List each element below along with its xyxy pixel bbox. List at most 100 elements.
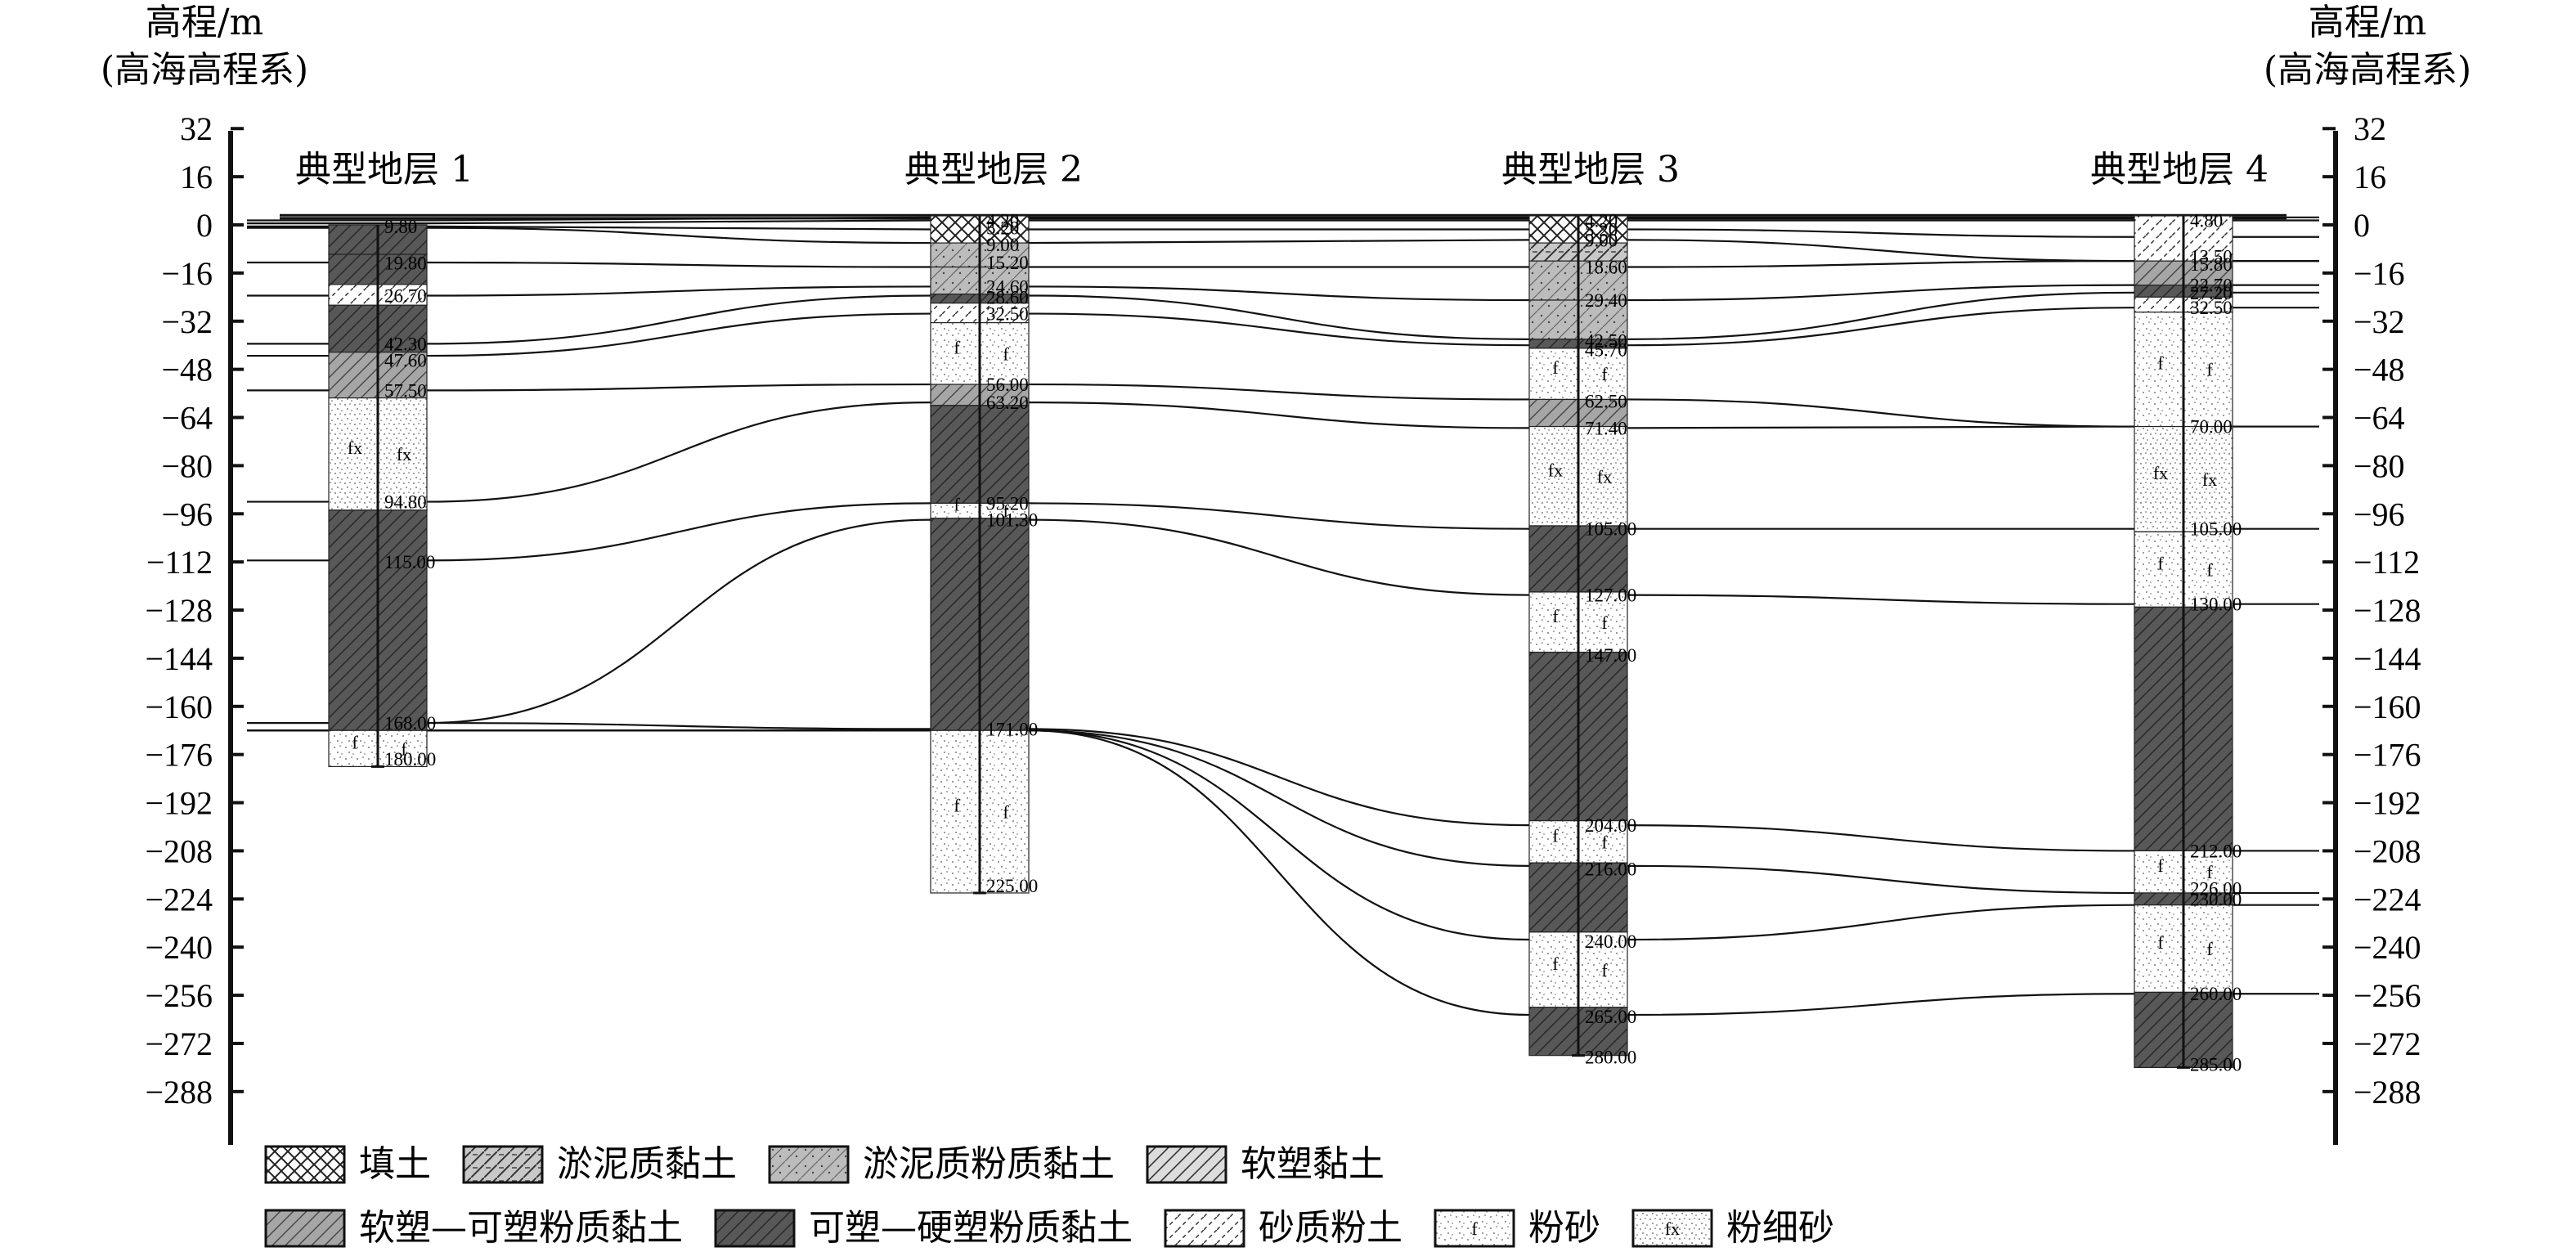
pattern-letter: f — [1003, 343, 1009, 364]
right-axis-tick-label: −16 — [2354, 255, 2405, 292]
correlation-line — [247, 502, 2319, 562]
depth-label: 180.00 — [384, 749, 436, 770]
section-title: 典型地层 4 — [2090, 149, 2269, 191]
depth-label: 4.20 — [1585, 210, 1618, 231]
pattern-letter: f — [954, 337, 960, 357]
legend-label: 砂质粉土 — [1259, 1207, 1402, 1249]
depth-label: 95.20 — [986, 493, 1029, 514]
depth-label: 94.80 — [384, 492, 427, 513]
correlation-line — [247, 402, 2319, 503]
legend-swatch — [1631, 1209, 1713, 1248]
legend-item-silt-clay: 淤泥质黏土 — [462, 1143, 737, 1185]
left-axis-tick-label: −224 — [145, 881, 213, 918]
legend-item-silt-silty-clay: 淤泥质粉质黏土 — [768, 1143, 1115, 1185]
legend-swatch — [768, 1145, 850, 1184]
pattern-letter: f — [1601, 832, 1608, 852]
right-axis-tick-label: −160 — [2354, 689, 2421, 725]
depth-label: 15.20 — [986, 253, 1029, 273]
left-axis-ticks: 32160−16−32−48−64−80−96−112−128−144−160−… — [145, 110, 244, 1111]
depth-label: 18.60 — [1585, 258, 1627, 278]
depth-label: 280.00 — [1585, 1048, 1636, 1068]
depth-label: 216.00 — [1585, 859, 1636, 880]
right-axis-tick-label: 32 — [2354, 110, 2386, 147]
depth-label: 27.20 — [2190, 283, 2233, 303]
pattern-letter: f — [2157, 353, 2164, 374]
right-axis-tick-label: −128 — [2354, 592, 2421, 629]
depth-label: 204.00 — [1585, 815, 1636, 836]
right-axis-tick-label: −256 — [2354, 977, 2421, 1014]
correlation-line — [247, 729, 2319, 941]
correlation-line — [247, 721, 2319, 852]
left-axis-tick-label: 0 — [196, 207, 213, 244]
depth-label: 24.60 — [986, 276, 1029, 297]
depth-label: 171.00 — [986, 719, 1038, 739]
depth-label: 32.50 — [2190, 298, 2233, 318]
left-axis-tick-label: −160 — [145, 689, 213, 725]
depth-label: 47.60 — [384, 351, 427, 371]
legend-swatch — [714, 1209, 796, 1248]
pattern-letter: f — [2206, 360, 2213, 380]
legend-swatch — [1164, 1209, 1245, 1248]
depth-label: 127.00 — [1585, 586, 1636, 606]
left-axis-tick-label: −256 — [145, 977, 213, 1014]
pattern-letter: fx — [2202, 469, 2217, 490]
depth-label: 5.20 — [1585, 220, 1618, 240]
pattern-letter: f — [954, 796, 960, 816]
depth-label: 19.80 — [384, 253, 427, 273]
legend-label: 粉砂 — [1528, 1207, 1600, 1249]
right-axis-tick-label: −32 — [2354, 303, 2405, 340]
legend-item-plastic-hard-silty-clay: 可塑—硬塑粉质黏土 — [714, 1207, 1133, 1249]
correlation-line — [247, 219, 2319, 225]
left-axis-tick-label: −240 — [145, 929, 213, 966]
depth-label: 4.80 — [2190, 210, 2223, 231]
legend-label: 软塑黏土 — [1241, 1143, 1384, 1185]
pattern-letter: fx — [348, 438, 362, 458]
pattern-letter: f — [1552, 954, 1559, 974]
pattern-letter: fx — [1597, 466, 1612, 487]
depth-label: 15.80 — [2190, 254, 2233, 275]
correlation-line — [247, 225, 2319, 238]
depth-label: 226.00 — [2190, 878, 2242, 899]
left-axis-tick-label: −64 — [161, 400, 213, 437]
correlation-line — [247, 383, 2319, 428]
pattern-letter: f — [1601, 364, 1608, 384]
correlation-line — [247, 227, 2319, 263]
correlation-line — [247, 729, 2319, 1016]
right-axis-tick-label: 0 — [2354, 207, 2370, 244]
left-axis-tick-label: 32 — [180, 110, 213, 147]
legend-swatch-letter: fx — [1665, 1218, 1680, 1239]
right-axis-tick-label: −208 — [2354, 832, 2421, 869]
left-axis-title-line1: 高程/m — [146, 2, 264, 43]
right-axis-tick-label: −80 — [2354, 447, 2405, 484]
left-axis-tick-label: −80 — [161, 447, 213, 484]
right-axis-ticks: 32160−16−32−48−64−80−96−112−128−144−160−… — [2322, 110, 2421, 1111]
left-axis-tick-label: −32 — [161, 303, 213, 340]
depth-label: 9.00 — [986, 235, 1019, 255]
depth-label: 28.60 — [986, 287, 1029, 307]
depth-label: 101.30 — [986, 510, 1038, 531]
legend-item-soft-clay: 软塑黏土 — [1146, 1143, 1384, 1185]
legend-label: 淤泥质黏土 — [557, 1143, 737, 1185]
depth-label: 71.40 — [1585, 418, 1627, 438]
pattern-letter: f — [1552, 357, 1559, 378]
pattern-letter: fx — [397, 444, 411, 464]
pattern-letter: fx — [2153, 463, 2168, 483]
pattern-letter: f — [1552, 606, 1559, 626]
right-axis-tick-label: −48 — [2354, 352, 2405, 388]
right-axis-tick-label: −192 — [2354, 785, 2421, 822]
pattern-letter: f — [2206, 939, 2213, 959]
depth-label: 240.00 — [1585, 931, 1636, 952]
depth-label: 42.30 — [384, 334, 427, 354]
depth-label: 285.00 — [2190, 1055, 2242, 1075]
depth-label: 225.00 — [986, 876, 1038, 896]
depth-label: 42.50 — [1585, 331, 1627, 352]
depth-label: 26.70 — [384, 285, 427, 306]
right-axis-tick-label: −96 — [2354, 496, 2405, 532]
correlation-line — [247, 284, 2319, 302]
depth-label: 45.70 — [1585, 340, 1627, 361]
legend-item-sandy-silt: 砂质粉土 — [1164, 1207, 1402, 1249]
